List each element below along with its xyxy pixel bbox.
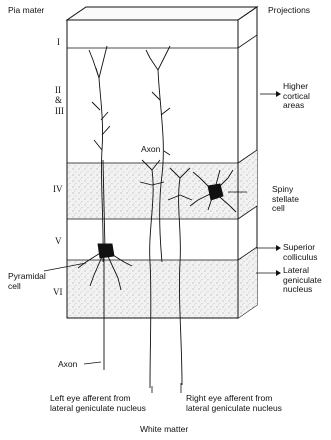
spiny-stellate-label-line3: cell bbox=[272, 204, 299, 214]
right-afferent-label: Right eye afferent from lateral genicula… bbox=[186, 394, 282, 413]
pyramidal-cell-label: Pyramidal cell bbox=[8, 272, 46, 291]
lateral-geniculate-arrow-icon bbox=[276, 270, 281, 276]
superior-colliculus-label: Superior colliculus bbox=[283, 243, 318, 262]
lateral-geniculate-label: Lateral geniculate nucleus bbox=[283, 266, 322, 295]
upper-neuron bbox=[89, 46, 110, 262]
spiny-stellate-label: Spiny stellate cell bbox=[272, 185, 299, 214]
pyramidal-cell-label-line2: cell bbox=[8, 282, 46, 292]
block-top-face bbox=[67, 7, 257, 20]
right-afferent-line2: lateral geniculate nucleus bbox=[186, 404, 282, 414]
white-matter-label: White matter bbox=[140, 425, 188, 435]
layer-v-label: V bbox=[55, 236, 62, 246]
layer-vi-label: VI bbox=[53, 287, 63, 297]
axon-upper-label: Axon bbox=[141, 145, 160, 155]
layer-iii-label: III bbox=[55, 106, 64, 116]
higher-areas-arrow-icon bbox=[276, 91, 281, 97]
layer-ii-label: II bbox=[55, 85, 61, 95]
projections-label: Projections bbox=[268, 6, 310, 16]
axon-lower-label: Axon bbox=[58, 360, 77, 370]
layer-and-label: & bbox=[55, 95, 62, 105]
layer-i-label: I bbox=[57, 37, 60, 47]
layer-iv-label: IV bbox=[53, 184, 63, 194]
layer-vi-band bbox=[67, 260, 238, 318]
left-afferent-label: Left eye afferent from lateral geniculat… bbox=[50, 394, 146, 413]
left-afferent-line2: lateral geniculate nucleus bbox=[50, 404, 146, 414]
lateral-geniculate-line3: nucleus bbox=[283, 285, 322, 295]
superior-colliculus-line2: colliculus bbox=[283, 253, 318, 263]
pia-mater-label: Pia mater bbox=[8, 6, 44, 16]
higher-cortical-areas-label: Higher cortical areas bbox=[283, 82, 310, 111]
superior-colliculus-arrow-icon bbox=[276, 245, 281, 251]
higher-cortical-areas-line3: areas bbox=[283, 101, 310, 111]
